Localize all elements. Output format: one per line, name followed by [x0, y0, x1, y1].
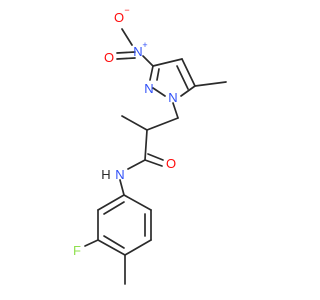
bond-ar-c4-c3-inner [103, 235, 125, 249]
bond-ch2-ch [146, 117, 179, 131]
charge-plus: + [142, 40, 147, 50]
bond-n1-ch2 [172, 102, 179, 119]
atom-nitrogen-amide: N [115, 167, 124, 182]
bond-ch-carbonyl [144, 129, 148, 161]
atom-fluorine: F [73, 243, 81, 258]
bond-carbonyl-o-a [144, 159, 163, 167]
charge-minus: − [124, 5, 129, 15]
bond-n-o-double-a [116, 51, 136, 54]
bond-n-o-double-b [116, 57, 136, 60]
molecule-structure: O − N + O N N O N H F [73, 5, 227, 285]
atom-oxygen-nitro: O [104, 50, 114, 65]
bond-ar-c5-c4 [124, 239, 152, 256]
bond-c5-n1 [180, 85, 196, 97]
bond-ar-f [84, 239, 99, 247]
bond-c4-c5-inner [176, 65, 189, 90]
atom-oxygen-minus: O [114, 10, 124, 25]
bond-ch-methyl [121, 115, 148, 131]
bond-ar-c2-c1 [97, 194, 125, 211]
bond-n1-n2 [152, 87, 166, 97]
molecule-diagram: O − N + O N N O N H F [73, 5, 227, 285]
bond-c3-c4 [152, 58, 183, 67]
bond-carbonyl-nh [127, 159, 146, 170]
atom-oxygen-carbonyl: O [166, 156, 176, 171]
bond-nh-aryl [119, 179, 125, 196]
bond-ar-c1-c6 [123, 194, 152, 211]
bond-c5-methyl [194, 81, 227, 87]
bond-c3-n2 [149, 65, 154, 81]
atom-hydrogen-amide: H [101, 167, 110, 182]
bond-nitro-c3 [142, 55, 154, 67]
bond-ar-c4-c3 [97, 239, 126, 256]
bond-ar-c2-c1-inner [103, 201, 125, 215]
atom-labels: O − N + O N N O N H F [73, 5, 178, 258]
atom-nitrogen-ring-1: N [168, 90, 177, 105]
bond-o-n-nitro [121, 28, 133, 46]
bond-c3-n2-inner [156, 68, 160, 81]
bond-carbonyl-o-b [147, 153, 164, 161]
atom-nitrogen-ring-2: N [144, 81, 153, 96]
bonds [84, 28, 227, 285]
atom-nitrogen-nitro: N [133, 44, 142, 59]
bond-c4-c5 [181, 58, 196, 87]
